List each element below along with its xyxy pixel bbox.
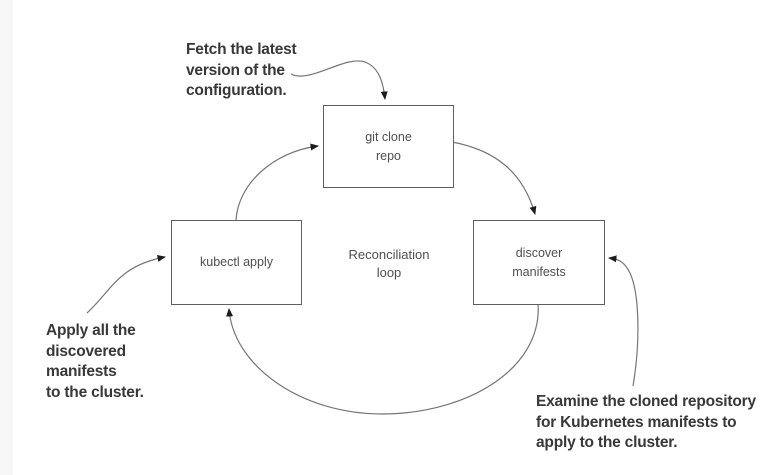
node-discover-manifests-label: discover manifests [512,246,566,279]
arc-discover-to-kubectl [226,302,539,415]
annotation-fetch-latest: Fetch the latest version of the configur… [186,41,297,99]
page-margin-strip [0,0,13,475]
node-git-clone-repo-label: git clone repo [365,130,412,163]
annotation-apply-manifests: Apply all the discovered manifests to th… [46,322,144,401]
reconciliation-loop-label: Reconciliation loop [348,247,430,281]
arc-kubectl-to-gitclone [235,143,319,221]
node-kubectl-apply-label: kubectl apply [200,255,273,270]
node-git-clone-repo: git clone repo [323,105,454,188]
examine-annotation-arrow [608,255,639,387]
fetch-annotation-arrow [290,60,388,100]
annotation-examine-repository: Examine the cloned repository for Kubern… [536,393,756,451]
arc-gitclone-to-discover [451,141,537,215]
apply-annotation-arrow [86,254,166,314]
node-discover-manifests: discover manifests [473,220,605,305]
node-kubectl-apply: kubectl apply [171,220,302,305]
